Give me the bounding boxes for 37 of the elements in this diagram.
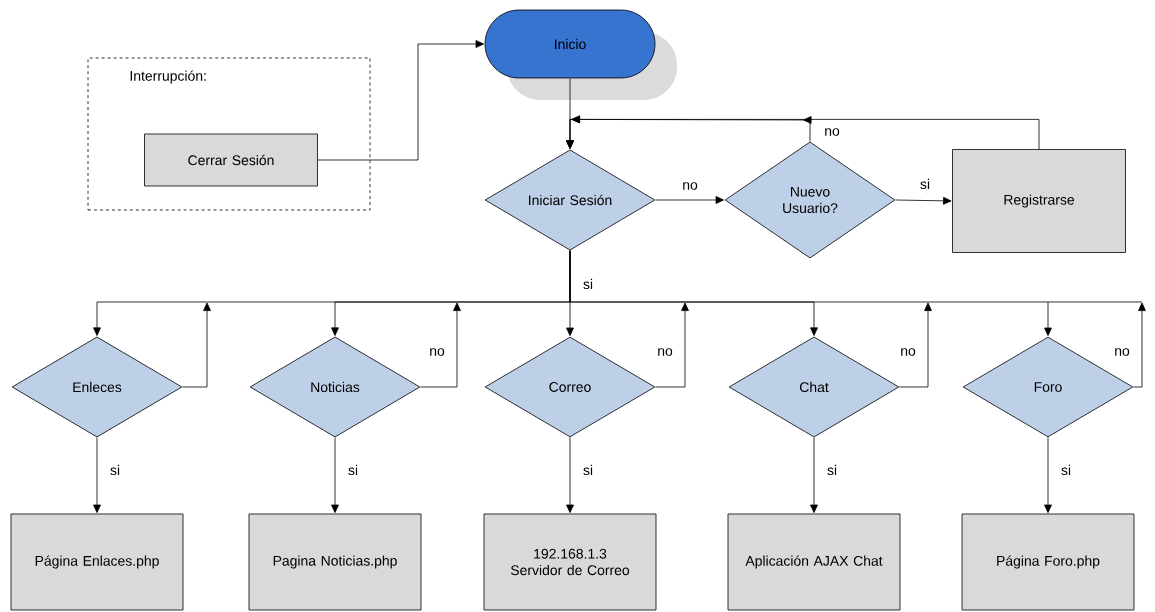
- flow-arrow: [420, 302, 461, 388]
- start-terminal: Inicio: [484, 9, 677, 100]
- process-box: Registrarse: [952, 149, 1126, 253]
- process-box: Cerrar Sesión: [144, 133, 318, 187]
- edge-label: si: [581, 463, 595, 477]
- flow-arrow: [317, 40, 484, 161]
- edge-label: no: [1113, 347, 1131, 357]
- flow-arrow: [810, 437, 818, 513]
- edge-label: no: [428, 347, 446, 357]
- edge-label: no: [823, 127, 841, 137]
- process-box: 192.168.1.3 Servidor de Correo: [483, 513, 657, 611]
- edge-label: si: [108, 463, 122, 477]
- edge-label: no: [656, 347, 674, 357]
- frame-title: Interrupción:: [130, 70, 206, 84]
- process-box: Página Foro.php: [961, 513, 1135, 611]
- edge-label: si: [581, 277, 595, 291]
- edge-label: si: [346, 463, 360, 477]
- flow-arrow: [331, 437, 339, 513]
- flow-arrow: [1133, 302, 1146, 388]
- flow-arrow: [566, 437, 574, 513]
- process-box: Página Enlaces.php: [10, 513, 184, 611]
- flow-arrow: [569, 250, 1052, 336]
- flow-arrow: [566, 115, 1040, 150]
- process-box: Aplicación AJAX Chat: [727, 513, 901, 611]
- flow-arrow: [182, 302, 211, 388]
- edge-label: si: [825, 463, 839, 477]
- edge-label: no: [899, 347, 917, 357]
- flow-arrow: [93, 437, 101, 513]
- edge-label: si: [1059, 463, 1073, 477]
- flow-arrow: [895, 196, 952, 205]
- flow-arrow: [655, 302, 689, 388]
- edge-label: no: [681, 181, 699, 191]
- flow-arrow: [1044, 437, 1052, 513]
- edge-label: si: [918, 177, 932, 191]
- flow-arrow: [655, 196, 724, 204]
- process-box: Pagina Noticias.php: [248, 513, 422, 611]
- flow-arrow: [899, 302, 932, 388]
